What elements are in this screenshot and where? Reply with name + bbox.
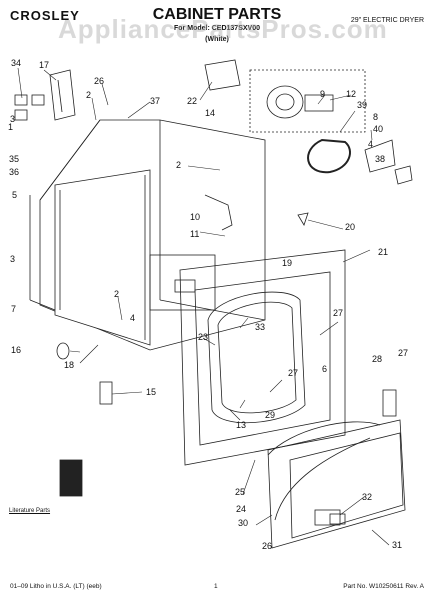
page-title: CABINET PARTS <box>152 6 282 23</box>
callout-26: 26 <box>94 76 104 86</box>
control-bracket <box>14 69 76 121</box>
door-assembly <box>267 419 406 549</box>
callout-26: 26 <box>262 541 272 551</box>
cabinet-body <box>29 119 266 351</box>
callout-21: 21 <box>378 247 388 257</box>
callout-2: 2 <box>86 90 91 100</box>
callout-2: 2 <box>114 289 119 299</box>
hinge-28 <box>382 389 397 417</box>
callout-15: 15 <box>146 387 156 397</box>
callout-9: 9 <box>320 89 325 99</box>
callout-1: 1 <box>8 122 13 132</box>
idler-bracket <box>364 139 413 185</box>
callout-7: 7 <box>11 304 16 314</box>
callout-40: 40 <box>373 124 383 134</box>
callout-16: 16 <box>11 345 21 355</box>
callout-18: 18 <box>64 360 74 370</box>
footer-page-number: 1 <box>214 583 218 590</box>
callout-27: 27 <box>288 368 298 378</box>
page-header: CROSLEY CABINET PARTS For Model: CED137S… <box>0 0 434 52</box>
model-line: For Model: CED137SXV00 <box>174 25 260 32</box>
callout-35: 35 <box>9 154 19 164</box>
callout-25: 25 <box>235 487 245 497</box>
callout-12: 12 <box>346 89 356 99</box>
callout-11: 11 <box>190 229 199 239</box>
callout-30: 30 <box>238 518 248 528</box>
callout-5: 5 <box>12 190 17 200</box>
wire-10 <box>204 194 233 231</box>
callout-38: 38 <box>375 154 385 164</box>
callout-31: 31 <box>392 540 402 550</box>
callout-20: 20 <box>345 222 355 232</box>
callout-6: 6 <box>322 364 327 374</box>
callout-34: 34 <box>11 58 21 68</box>
callout-3: 3 <box>10 254 15 264</box>
callout-17: 17 <box>39 60 49 70</box>
callout-13: 13 <box>236 420 246 430</box>
color-note: (White) <box>205 36 229 43</box>
callout-37: 37 <box>150 96 160 106</box>
callout-32: 32 <box>362 492 372 502</box>
callout-36: 36 <box>9 167 19 177</box>
callout-23: 23 <box>198 332 208 342</box>
callout-4: 4 <box>368 139 373 149</box>
callout-33: 33 <box>255 322 265 332</box>
callout-3: 3 <box>10 114 15 124</box>
literature-booklet <box>59 459 83 497</box>
callout-39: 39 <box>357 100 367 110</box>
callout-10: 10 <box>190 212 200 222</box>
callout-19: 19 <box>282 258 292 268</box>
footer-part-number: Part No. W10250611 Rev. A <box>343 583 424 590</box>
literature-label: Literature Parts <box>9 508 51 514</box>
brand-logo: CROSLEY <box>10 8 80 23</box>
footer-left: 01–09 Litho in U.S.A. (LT) (eeb) <box>10 583 102 590</box>
heater-assembly <box>204 59 366 133</box>
leveling-foot <box>56 342 70 360</box>
callout-2: 2 <box>176 160 181 170</box>
callout-27: 27 <box>333 308 343 318</box>
front-panel <box>179 212 346 466</box>
callout-22: 22 <box>187 96 197 106</box>
callout-24: 24 <box>236 504 246 514</box>
drum-belt <box>307 138 351 174</box>
watermark: AppliancePartsPros.com <box>58 14 388 44</box>
product-note: 29" ELECTRIC DRYER <box>350 17 424 24</box>
callout-29: 29 <box>265 410 275 420</box>
callout-28: 28 <box>372 354 382 364</box>
callout-14: 14 <box>205 108 215 118</box>
bracket-15 <box>99 381 113 405</box>
leader-lines <box>17 67 390 546</box>
callout-4: 4 <box>130 313 135 323</box>
callout-8: 8 <box>373 112 378 122</box>
callout-27: 27 <box>398 348 408 358</box>
